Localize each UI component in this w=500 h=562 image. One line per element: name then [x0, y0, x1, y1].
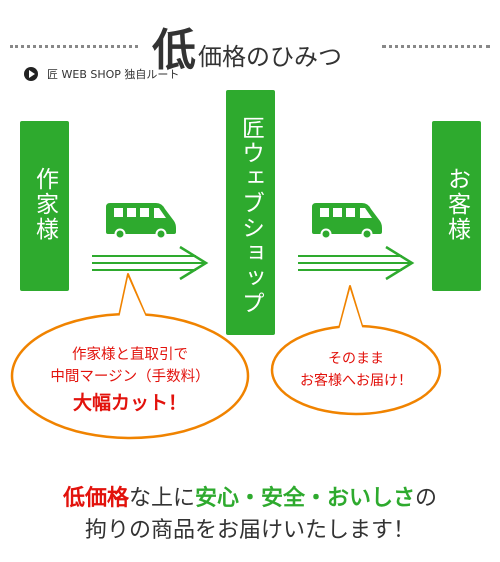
title-divider-left [10, 45, 138, 48]
page-title: 低価格のひみつ [152, 14, 380, 76]
title-rest: 価格のひみつ [198, 43, 342, 71]
route-text: 匠 WEB SHOP 独自ルート [47, 68, 180, 81]
title-divider-right [382, 45, 490, 48]
footer-naueni: な上に [128, 486, 195, 511]
right-arrow-icon [92, 245, 209, 281]
footer-message: 低価格な上に安心・安全・おいしさの 拘りの商品をお届けいたします！ [0, 483, 500, 547]
bubble1-line3: 大幅カット！ [72, 392, 187, 414]
footer-low-price: 低価格 [62, 486, 129, 511]
artisan-box: 作家様 [20, 121, 69, 291]
artisan-label: 作家様 [31, 167, 58, 242]
speech-bubble-margin-text: 作家様と直取引で 中間マージン（手数料） 大幅カット！ [22, 344, 238, 418]
speech-bubble-delivery-text: そのまま お客様へお届け！ [280, 348, 432, 392]
title-big-char: 低 [152, 25, 196, 76]
footer-line1: 低価格な上に安心・安全・おいしさの [0, 483, 500, 515]
bubble2-line2: お客様へお届け！ [300, 373, 412, 389]
right-arrow-icon [298, 245, 415, 281]
customer-box: お客様 [432, 121, 481, 291]
footer-line2: 拘りの商品をお届けいたします！ [84, 518, 415, 543]
shop-label: 匠ウェブショップ [237, 116, 264, 316]
speech-bubble-margin [10, 273, 250, 440]
delivery-truck-icon [106, 203, 176, 240]
bubble1-line1: 作家様と直取引で [72, 347, 188, 363]
title-row: 低価格のひみつ [0, 14, 500, 76]
bubble2-line1: そのまま [328, 351, 384, 367]
delivery-truck-icon [312, 203, 382, 240]
shop-box: 匠ウェブショップ [226, 90, 275, 335]
play-icon [24, 67, 38, 81]
footer-no: の [415, 486, 438, 511]
customer-label: お客様 [443, 167, 470, 242]
footer-safety: 安心・安全・おいしさ [195, 486, 416, 511]
bubble1-line2: 中間マージン（手数料） [50, 369, 210, 385]
speech-bubble-delivery [270, 285, 442, 416]
route-label: 匠 WEB SHOP 独自ルート [24, 66, 179, 82]
